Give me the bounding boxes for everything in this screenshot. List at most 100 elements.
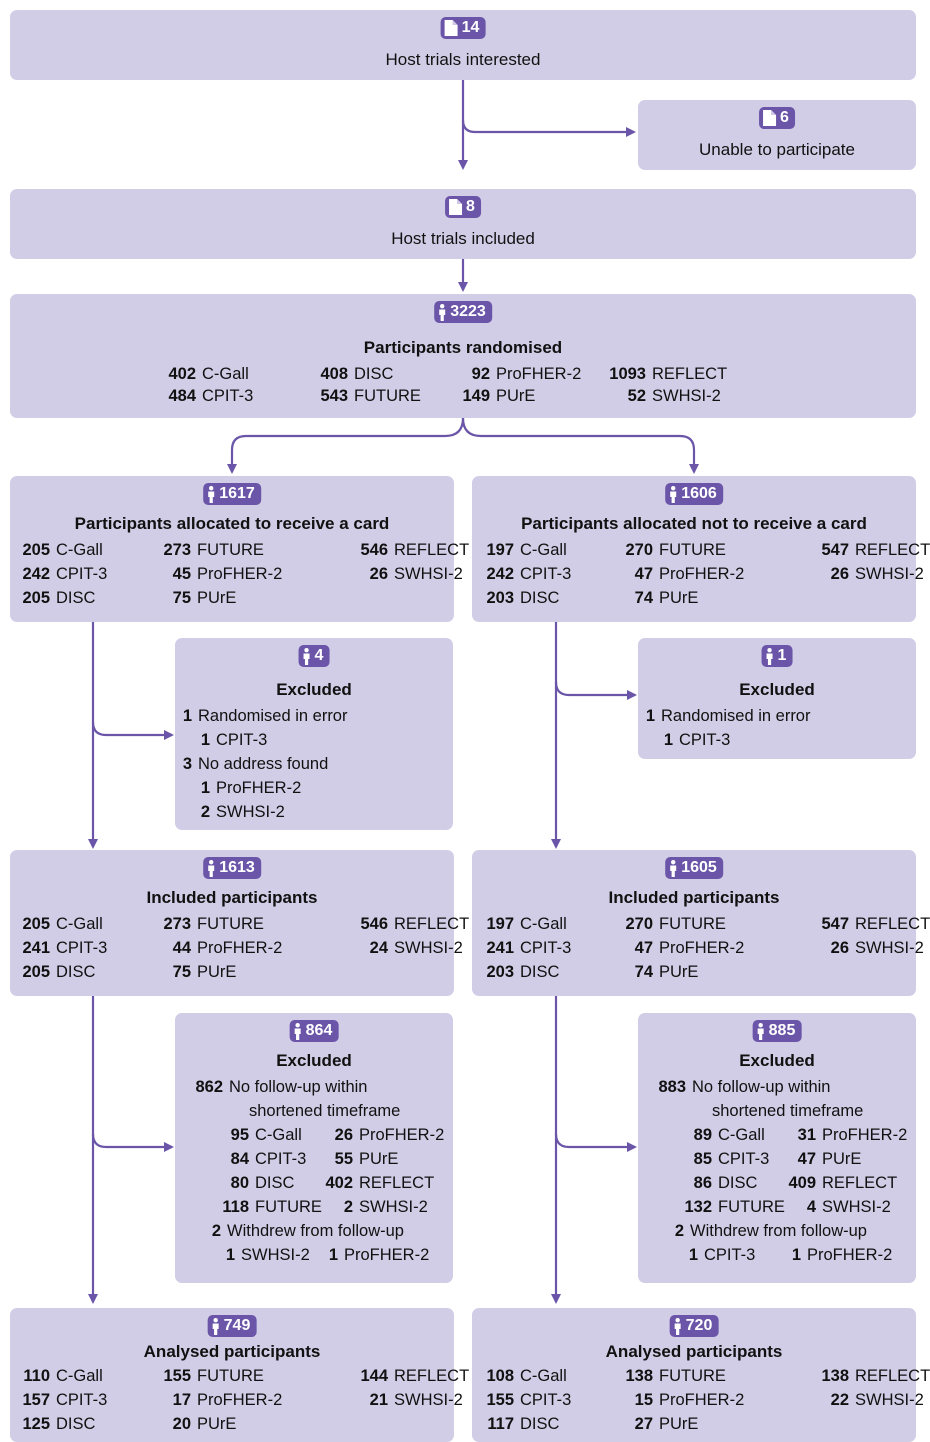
excluded-card-box-2-reason-value: 862 [195, 1078, 223, 1096]
excluded-no-card-box-2-trial-value: 47 [797, 1150, 816, 1168]
analysed-no-card-trial-value: 15 [634, 1391, 653, 1409]
nocard-trial-value: 270 [625, 541, 653, 559]
included-no-card-trial-value: 197 [486, 915, 514, 933]
unable-to-participate-title: Unable to participate [699, 140, 855, 159]
excluded-card-box-2-reason-label: No follow-up within [229, 1078, 368, 1096]
excluded-no-card-box-2-reason-label: No follow-up within [692, 1078, 831, 1096]
card-trial-label: REFLECT [394, 541, 470, 559]
excluded-no-card-reason-label: CPIT-3 [679, 731, 731, 749]
card-trial-label: PUrE [197, 589, 237, 607]
excluded-card-box-1-count-badge: 4 [298, 645, 330, 667]
randomised-trial-value: 402 [168, 365, 196, 383]
analysed-card-trial-value: 157 [22, 1391, 50, 1409]
randomised-trial-value: 408 [320, 365, 348, 383]
allocated-no-card-box-count-badge: 1606 [665, 483, 723, 505]
participants-randomised-box-count-badge: 3223 [434, 301, 492, 323]
allocated-card-title: Participants allocated to receive a card [74, 514, 390, 533]
card-trial-value: 45 [172, 565, 191, 583]
randomised-trial-value: 92 [471, 365, 490, 383]
randomised-trial-label: CPIT-3 [202, 387, 254, 405]
analysed-no-card-trial-label: FUTURE [659, 1367, 726, 1385]
randomised-trial-label: C-Gall [202, 365, 249, 383]
analysed-no-card-trial-value: 155 [486, 1391, 514, 1409]
excluded-card-box-2-trial-label: ProFHER-2 [359, 1126, 445, 1144]
excluded-no-card-box-2-trial-value: 86 [693, 1174, 712, 1192]
excluded-card-box-2-trial-entry: 1 ProFHER-2 [278, 1245, 429, 1265]
analysed-card-trial-label: DISC [56, 1415, 96, 1433]
included-no-card-trial-label: CPIT-3 [520, 939, 572, 957]
included-card-box-count-badge: 1613 [203, 857, 261, 879]
included-card-trial-value: 205 [22, 963, 50, 981]
unable-to-participate-box-count-badge: 6 [759, 107, 795, 129]
nocard-trial-value: 203 [486, 589, 514, 607]
randomised-trial-label: PUrE [496, 387, 536, 405]
analysed-card-trial-value: 125 [22, 1415, 50, 1433]
excluded-card-box-2-trial-value: 80 [230, 1174, 249, 1192]
excluded-card-box-2-count-badge: 864 [289, 1020, 339, 1042]
included-card-title: Included participants [146, 888, 318, 907]
excluded-card-box-2-trial-label: C-Gall [255, 1126, 302, 1144]
card-trial-label: C-Gall [56, 541, 103, 559]
excluded-card-reason-label: Randomised in error [198, 707, 348, 725]
excluded-card-reason-label: CPIT-3 [216, 731, 268, 749]
excluded-card-box-2-trial-value: 26 [334, 1126, 353, 1144]
participants-randomised-title: Participants randomised [363, 338, 563, 357]
included-card-trial-value: 75 [172, 963, 191, 981]
excluded-card-reason-value: 1 [200, 731, 210, 749]
randomised-trial-entry: 484 CPIT-3 [136, 386, 253, 406]
analysed-card-trial-value: 155 [163, 1367, 191, 1385]
excluded-no-card-box-2-trial-label: DISC [718, 1174, 758, 1192]
excluded-card-box-2-trial-label: SWHSI-2 [241, 1246, 310, 1264]
included-card-trial-label: FUTURE [197, 915, 264, 933]
randomised-trial-value: 484 [168, 387, 196, 405]
analysed-card-trial-value: 144 [360, 1367, 388, 1385]
analysed-no-card-title: Analysed participants [605, 1342, 783, 1361]
host-trials-interested-title: Host trials interested [385, 50, 541, 69]
excluded-card-box-2-withdrew-label: Withdrew from follow-up [227, 1222, 404, 1240]
person-icon [207, 859, 215, 877]
excluded-card-box-2-trial-label: ProFHER-2 [344, 1246, 430, 1264]
allocated-card-box-count-badge: 1617 [203, 483, 261, 505]
excluded-no-card-box-2-trial-value: 132 [684, 1198, 712, 1216]
analysed-no-card-trial-value: 27 [634, 1415, 653, 1433]
excluded-card-box-2-trial-value: 1 [328, 1246, 338, 1264]
document-icon [444, 20, 458, 36]
analysed-no-card-trial-value: 117 [487, 1415, 514, 1433]
analysed-card-trial-value: 17 [172, 1391, 191, 1409]
card-trial-value: 26 [369, 565, 388, 583]
analysed-no-card-trial-label: SWHSI-2 [855, 1391, 924, 1409]
randomised-trial-value: 543 [320, 387, 348, 405]
analysed-no-card-trial-label: DISC [520, 1415, 560, 1433]
included-card-box-count: 1613 [219, 859, 255, 876]
excluded-no-card-box-2-trial-label: ProFHER-2 [807, 1246, 893, 1264]
